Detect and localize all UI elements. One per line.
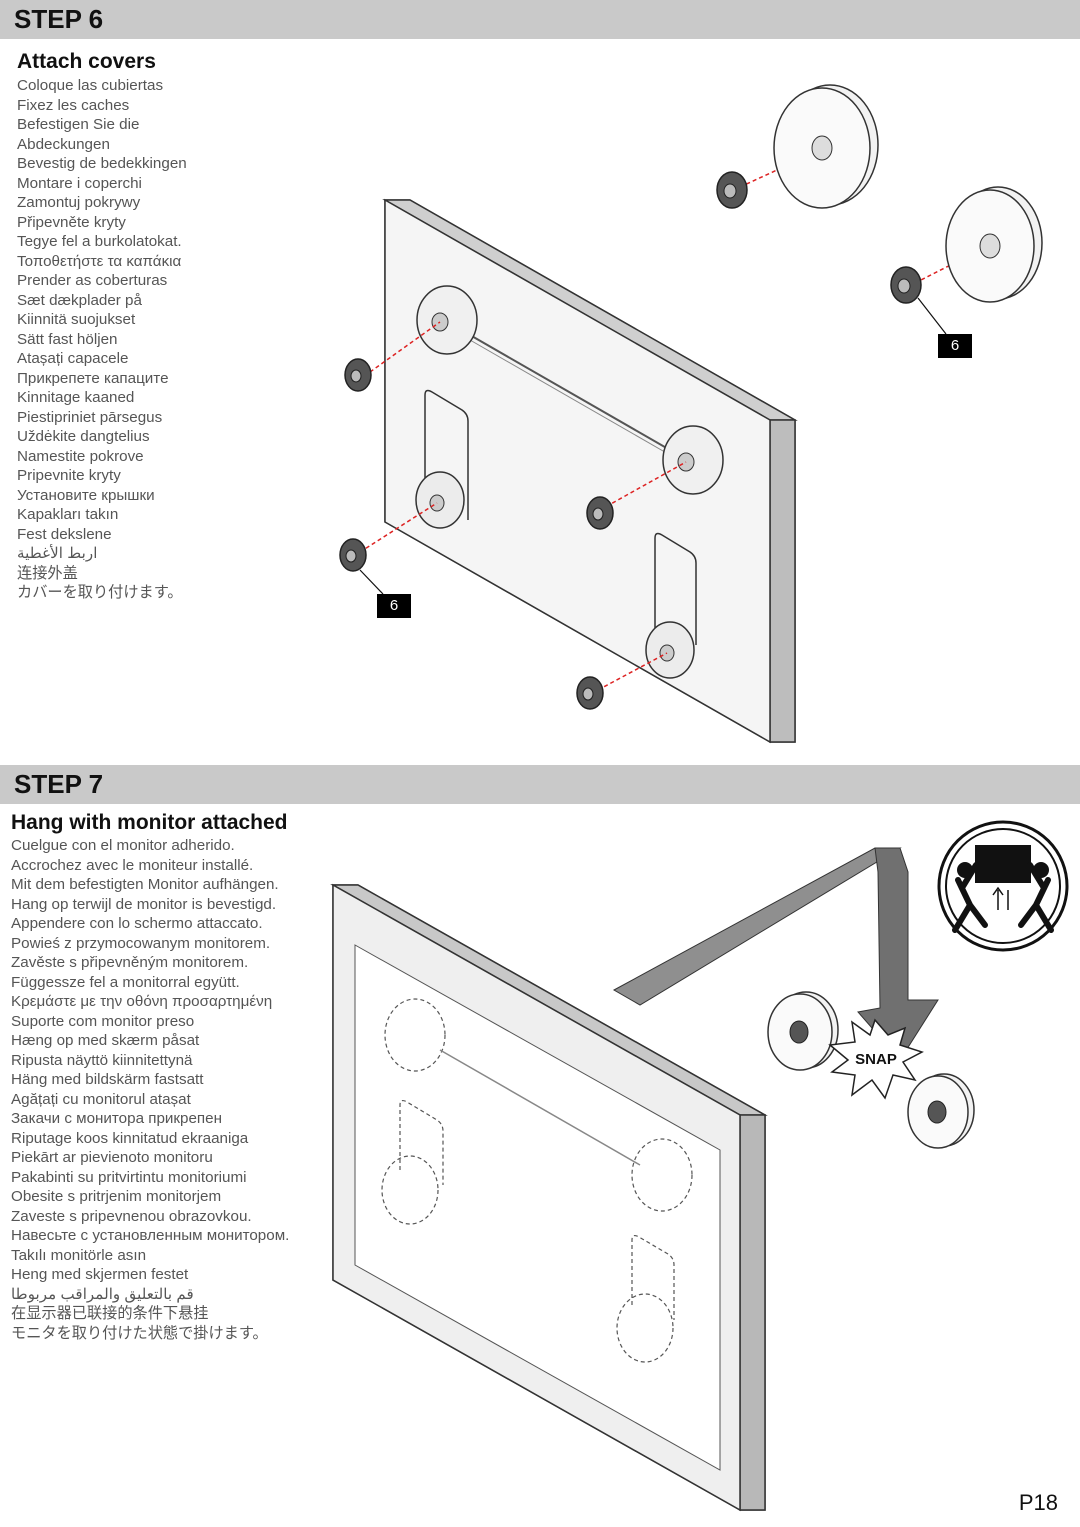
translation-line: Suporte com monitor preso (11, 1012, 195, 1030)
translation-line: Heng med skjermen festet (11, 1266, 189, 1283)
translation-line: Piestipriniet pārsegus (17, 408, 163, 426)
translation-line: Připevněte kryty (17, 213, 126, 231)
translation-line: Zamontuj pokrywy (17, 194, 141, 211)
translation-line: Prender as coberturas (17, 272, 168, 289)
wall-plate-step6 (382, 198, 798, 744)
translation-line: Fest dekslene (17, 525, 112, 543)
translation-line: Riputage koos kinnitatud ekraaniga (11, 1129, 249, 1147)
step-6-label: STEP 6 (14, 4, 104, 34)
translation-line: Bevestig de bedekkingen (17, 155, 187, 172)
translation-line: Appendere con lo schermo attaccato. (11, 915, 263, 932)
translation-line: Powieś z przymocowanym monitorem. (11, 934, 271, 952)
translation-line: Hang op terwijl de monitor is bevestigd. (11, 895, 277, 913)
translation-line: Uždėkite dangtelius (17, 428, 150, 445)
translation-line: Zavěste s připevněným monitorem. (11, 954, 249, 971)
step-7-header-bar: STEP 7 (0, 765, 1080, 804)
translation-line: Zaveste s pripevnenou obrazovkou. (11, 1207, 252, 1225)
translation-line: Befestigen Sie die (17, 116, 140, 133)
step-7-label: STEP 7 (14, 769, 104, 799)
enlarged-disc-views-step6 (773, 84, 1043, 303)
translation-line: 在显示器已联接的条件下悬挂 (11, 1305, 209, 1322)
translation-line: Закачи с монитора прикрепен (11, 1110, 222, 1127)
translation-line: اربط الأغطية (17, 545, 98, 562)
translation-line: Прикрепете капаците (17, 369, 169, 387)
translation-line: Piekārt ar pievienoto monitoru (11, 1149, 213, 1166)
translation-line: Sätt fast höljen (17, 330, 118, 348)
translation-line: Takılı monitörle asın (11, 1246, 147, 1264)
step-7-translation-list: Cuelgue con el monitor adherido. Accroche… (11, 836, 289, 1343)
step-6-header-bar: STEP 6 (0, 0, 1080, 39)
hidden-wall-plate-step7 (381, 998, 693, 1363)
step-7-title: Hang with monitor attached (11, 811, 288, 834)
translation-line: Atașați capacele (17, 350, 129, 367)
translation-line: Függessze fel a monitorral együtt. (11, 973, 240, 991)
translation-line: モニタを取り付けた状態で掛けます。 (11, 1324, 268, 1342)
translation-line: Obesite s pritrjenim monitorjem (11, 1188, 222, 1205)
snap-label: SNAP (855, 1051, 897, 1068)
translation-line: Abdeckungen (17, 135, 110, 153)
cover-caps-step6 (339, 171, 922, 710)
translation-line: Установите крышки (17, 486, 155, 504)
translation-line: Hæng op med skærm påsat (11, 1032, 200, 1049)
translation-line: Pripevnite kryty (17, 467, 121, 484)
translation-line: Навесьте с установленным монитором. (11, 1227, 290, 1244)
translation-line: 连接外盖 (17, 564, 78, 582)
two-person-lift-icon (937, 820, 1069, 952)
translation-line: Kiinnitä suojukset (17, 311, 136, 328)
translation-line: قم بالتعليق والمراقب مربوطا (11, 1285, 194, 1303)
translation-line: Kapakları takın (17, 506, 119, 523)
snap-burst-icon (828, 1018, 924, 1100)
translation-line: Agățați cu monitorul atașat (11, 1090, 191, 1108)
translation-line: Tegye fel a burkolatokat. (17, 233, 182, 250)
translation-line: Ripusta näyttö kiinnitettynä (11, 1051, 193, 1069)
translation-line: Häng med bildskärm fastsatt (11, 1071, 204, 1088)
page-number: P18 (1018, 1490, 1058, 1515)
translation-line: Τοποθετήστε τα καπάκια (17, 252, 182, 270)
translation-line: Cuelgue con el monitor adherido. (11, 837, 235, 854)
translation-line: Fixez les caches (17, 96, 130, 114)
translation-line: Montare i coperchi (17, 174, 142, 192)
translation-line: Sæt dækplader på (17, 291, 142, 309)
callout-number-left: 6 (377, 594, 411, 618)
translation-line: Pakabinti su pritvirtintu monitoriumi (11, 1168, 247, 1186)
enlarged-disc-views-step7 (767, 991, 975, 1149)
translation-line: Κρεμάστε με την οθόνη προσαρτημένη (11, 993, 273, 1010)
step-6-title: Attach covers (17, 50, 156, 73)
callout-number-right: 6 (938, 334, 972, 358)
monitor-frame-step7 (330, 883, 768, 1512)
hang-direction-arrow (612, 847, 939, 1061)
translation-line: Mit dem befestigten Monitor aufhängen. (11, 876, 279, 893)
translation-line: Kinnitage kaaned (17, 389, 135, 406)
translation-line: カバーを取り付けます。 (17, 584, 183, 601)
translation-line: Namestite pokrove (17, 447, 144, 465)
translation-line: Coloque las cubiertas (17, 77, 164, 94)
translation-line: Accrochez avec le moniteur installé. (11, 856, 254, 874)
